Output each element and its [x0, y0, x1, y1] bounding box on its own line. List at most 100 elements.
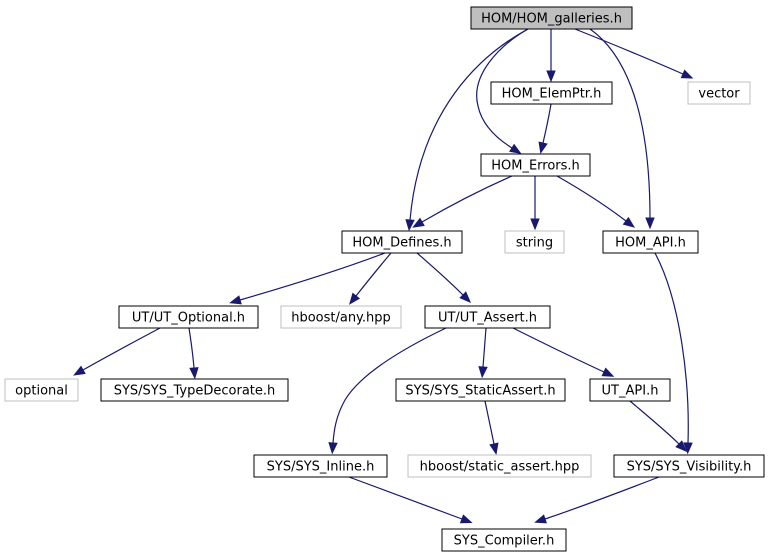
edge-sys-visibility-to-sys-compiler: [534, 476, 660, 524]
node-box: [341, 230, 463, 254]
edge-line: [629, 400, 680, 445]
arrowhead: [328, 442, 338, 455]
node-sys-staticassert[interactable]: SYS/SYS_StaticAssert.h: [395, 378, 566, 402]
arrowhead: [348, 292, 361, 305]
node-box: [490, 81, 613, 105]
arrowhead: [534, 514, 547, 524]
node-box: [480, 153, 591, 177]
edge-hom-errors-to-hom-defines: [412, 175, 513, 228]
arrowhead: [459, 514, 473, 524]
edge-line: [332, 327, 447, 444]
node-ut-optional[interactable]: UT/UT_Optional.h: [118, 305, 259, 329]
edge-hom-defines-to-ut-assert: [416, 252, 472, 304]
edge-hom-defines-to-ut-optional: [229, 252, 386, 305]
arrowhead: [675, 440, 688, 453]
arrowhead: [189, 367, 199, 380]
node-label: SYS/SYS_Visibility.h: [627, 460, 752, 475]
node-ut-api[interactable]: UT_API.h: [589, 378, 671, 402]
node-box: [602, 230, 699, 254]
node-box: [253, 454, 388, 478]
node-label: HOM/HOM_galleries.h: [481, 12, 622, 27]
edge-line: [654, 252, 689, 444]
edge-hom-galleries-to-hom-elemptr: [546, 29, 556, 83]
node-box: [118, 305, 259, 329]
arrowhead: [73, 365, 86, 376]
node-label: UT/UT_Optional.h: [132, 311, 245, 326]
edge-hom-galleries-to-vector: [574, 28, 694, 79]
edge-line: [484, 400, 495, 445]
edge-hom-errors-to-hom-api: [556, 175, 636, 228]
node-hom-api[interactable]: HOM_API.h: [602, 230, 699, 254]
node-box: [395, 378, 566, 402]
node-label: HOM_ElemPtr.h: [502, 87, 602, 102]
node-sys-visibility[interactable]: SYS/SYS_Visibility.h: [613, 454, 765, 478]
edge-hom-errors-to-string: [530, 176, 540, 231]
node-optional: optional: [4, 378, 79, 402]
node-hom-galleries[interactable]: HOM/HOM_galleries.h: [470, 6, 633, 30]
node-vector: vector: [687, 81, 751, 105]
edge-line: [421, 175, 513, 223]
arrowhead: [412, 217, 425, 228]
node-label: HOM_Errors.h: [491, 159, 580, 174]
arrowhead: [538, 141, 548, 155]
arrowhead: [509, 143, 522, 155]
arrowhead: [229, 295, 242, 305]
node-hom-errors[interactable]: HOM_Errors.h: [480, 153, 591, 177]
edge-line: [589, 28, 651, 219]
node-sys-inline[interactable]: SYS/SYS_Inline.h: [253, 454, 388, 478]
arrowhead: [546, 70, 556, 83]
node-box: [470, 6, 633, 30]
node-label: UT_API.h: [602, 384, 659, 399]
node-sys-typedecorate[interactable]: SYS/SYS_TypeDecorate.h: [100, 378, 289, 402]
node-hom-elemptr[interactable]: HOM_ElemPtr.h: [490, 81, 613, 105]
arrowhead: [405, 219, 415, 232]
node-label: HOM_Defines.h: [352, 236, 451, 251]
node-ut-assert[interactable]: UT/UT_Assert.h: [424, 305, 551, 329]
node-label: SYS/SYS_TypeDecorate.h: [114, 384, 276, 399]
node-label: UT/UT_Assert.h: [438, 311, 537, 326]
edge-hom-api-to-sys-visibility: [654, 252, 693, 455]
edge-ut-optional-to-optional: [73, 327, 161, 376]
node-box: [613, 454, 765, 478]
node-string: string: [504, 230, 565, 254]
edge-line: [416, 252, 464, 296]
arrowhead: [489, 442, 499, 456]
edge-line: [556, 175, 627, 222]
node-label: hboost/static_assert.hpp: [420, 460, 580, 475]
edge-hom-galleries-to-hom-errors: [476, 28, 529, 155]
arrowhead: [601, 367, 615, 377]
node-box: [407, 454, 592, 478]
node-label: SYS/SYS_StaticAssert.h: [405, 384, 555, 399]
node-label: hboost/any.hpp: [291, 311, 391, 326]
node-box: [589, 378, 671, 402]
edge-ut-assert-to-sys-inline: [328, 327, 447, 455]
arrowhead: [530, 218, 540, 231]
edge-line: [348, 476, 463, 520]
node-box: [100, 378, 289, 402]
node-sys-compiler[interactable]: SYS_Compiler.h: [441, 528, 567, 552]
edge-hom-galleries-to-hom-api: [589, 28, 655, 230]
edge-hom-defines-to-hboost-any: [348, 252, 392, 305]
edge-sys-inline-to-sys-compiler: [348, 476, 473, 524]
arrowhead: [680, 69, 694, 79]
edges-layer: [73, 28, 694, 524]
arrowhead: [478, 366, 488, 379]
edge-sys-staticassert-to-hboost-static-assert: [484, 400, 499, 456]
node-hom-defines[interactable]: HOM_Defines.h: [341, 230, 463, 254]
edge-line: [574, 28, 684, 75]
node-hboost-static-assert: hboost/static_assert.hpp: [407, 454, 592, 478]
edge-ut-optional-to-sys-typedecorate: [188, 327, 199, 380]
edge-line: [512, 327, 605, 373]
edge-line: [542, 103, 552, 144]
arrowhead: [459, 291, 472, 304]
node-box: [687, 81, 751, 105]
edge-line: [82, 327, 161, 371]
node-box: [424, 305, 551, 329]
arrowhead: [645, 217, 655, 230]
node-box: [504, 230, 565, 254]
arrowhead: [683, 442, 693, 455]
node-label: HOM_API.h: [615, 236, 686, 251]
node-label: SYS_Compiler.h: [454, 534, 555, 549]
